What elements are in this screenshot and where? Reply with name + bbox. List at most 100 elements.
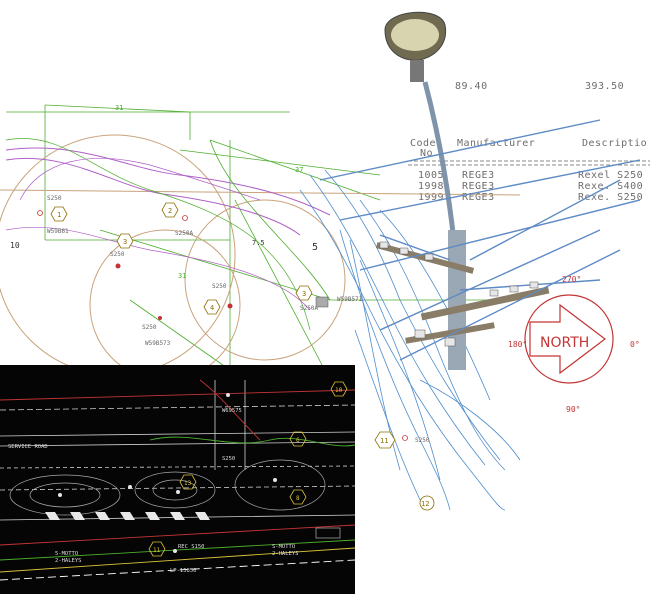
table-row-1-manufacturer: REGE3	[462, 170, 495, 181]
fixture-4: 4 S250	[203, 283, 233, 315]
power-wires	[319, 119, 641, 361]
fixture-11: 11 S250	[374, 431, 430, 449]
fixture-num: 3	[123, 238, 127, 246]
fixture-hexagon-icon	[203, 299, 221, 315]
dimension-31b: 31	[178, 272, 186, 280]
night-fixture-hexagon-icon	[330, 381, 348, 397]
compass-deg-right: 0°	[630, 340, 640, 349]
fixture-num: 4	[210, 304, 214, 312]
fixture-code: S250A	[175, 230, 193, 237]
fixture-type: S250	[110, 251, 125, 258]
fixture-id: W59B61	[47, 228, 69, 235]
north-arrow-icon	[529, 303, 606, 375]
night-label-4: 2-HALEYS	[55, 558, 82, 564]
night-fixture-hexagon-icon	[179, 474, 197, 490]
night-fixture-hexagon-icon	[289, 431, 307, 447]
table-row-1-description: Rexel S250	[578, 170, 643, 181]
north-arrow: NORTH 270° 180° 0° 90°	[508, 275, 640, 414]
night-label-5: REC S150	[178, 544, 205, 550]
table-col-code: Code	[410, 138, 436, 149]
header-number-1: 89.40	[455, 81, 488, 92]
night-plan-background	[0, 365, 355, 594]
dimension-37: 37	[295, 166, 303, 174]
table-col-description: Descriptio	[582, 138, 647, 149]
streetlight-photo	[319, 11, 641, 370]
fixture-num: 1	[57, 211, 61, 219]
fixture-hexagon-icon	[374, 431, 396, 449]
fixture-12: 12	[419, 495, 435, 511]
fixture-hexagon-icon	[50, 206, 68, 222]
header-number-2: 393.50	[585, 81, 624, 92]
lamp-neck	[410, 60, 424, 82]
table-col-manufacturer: Manufacturer	[457, 138, 535, 149]
fixture-2: 2 S250A	[161, 202, 193, 237]
fixture-3: 3 S250	[110, 233, 134, 269]
fixtures: 1 W59B61 S250 2 S250A 3 S250 4 S250 S	[37, 195, 435, 511]
table-row-1-code: 1005	[418, 170, 444, 181]
pole-marker-icon	[37, 210, 43, 216]
night-num-3: 10	[335, 387, 343, 394]
night-fixture-hexagon-icon	[148, 541, 166, 557]
fixture-num: 2	[168, 207, 172, 215]
fixture-num: 11	[380, 437, 388, 445]
night-num-5: 13	[184, 480, 192, 487]
fixture-type: S250	[47, 195, 62, 202]
lamp-lens	[391, 19, 439, 51]
crossarm-3	[405, 322, 495, 344]
night-site-plan: SERVICE ROAD W69575 S250 5-MOTTO 2-HALEY…	[0, 365, 356, 594]
night-service-road-label: SERVICE ROAD	[8, 444, 48, 450]
pole-marker-icon	[158, 316, 162, 320]
contour-lines	[5, 138, 331, 331]
night-num-2: 8	[296, 495, 300, 502]
fixture-num: 12	[421, 500, 429, 508]
night-label-2: S250	[222, 456, 235, 462]
table-row-2-manufacturer: REGE3	[462, 181, 495, 192]
fixture-num: 3	[302, 290, 306, 298]
table-row-2-description: Rexe. S400	[578, 181, 643, 192]
fixture-1: 1 W59B61 S250	[37, 195, 69, 235]
fixture-id: W59B573	[145, 340, 171, 347]
compass-deg-left: 180°	[508, 340, 527, 349]
table-row-3-manufacturer: REGE3	[462, 192, 495, 203]
night-fixture-hexagon-icon	[289, 489, 307, 505]
fixture-hexagon-icon	[419, 495, 435, 511]
compass-circle	[524, 294, 614, 384]
compass-deg-bottom: 90°	[566, 405, 580, 414]
fixture-7: S250 W59B573	[142, 316, 171, 347]
pole-marker-icon	[115, 263, 121, 269]
compass-deg-top: 270°	[562, 275, 581, 284]
dimension-labels: 31 37 5 31 10 7.5	[10, 104, 318, 280]
night-label-7: 2-HALEYS	[272, 551, 299, 557]
dimension-7-5: 7.5	[252, 239, 265, 247]
night-label-1: W69575	[222, 408, 242, 414]
table-row-3-code: 1999	[418, 192, 444, 203]
fixture-hexagon-icon	[295, 285, 313, 301]
night-label-8: LP-15850	[170, 568, 197, 574]
fixture-id: W59B571	[337, 296, 363, 303]
night-label-3: 5-MOTTO	[55, 551, 78, 557]
crossarm-2	[420, 286, 550, 321]
dimension-31a: 31	[115, 104, 123, 112]
table-row-2-code: 1998	[418, 181, 444, 192]
utility-pole	[448, 230, 466, 370]
night-num-1: 6	[296, 437, 300, 444]
fixture-schedule-table: 89.40 393.50 Code No. Manufacturer Descr…	[408, 81, 650, 203]
fixture-type: S250	[142, 324, 157, 331]
pole-marker-icon	[402, 435, 408, 441]
compass-label: NORTH	[540, 335, 589, 351]
fixture-3b: 3 W59B571 S250A	[295, 285, 363, 312]
fixture-type: S250	[212, 283, 227, 290]
photometric-circle-3	[184, 199, 346, 361]
crosswalk-hatch	[45, 512, 210, 520]
fixture-hexagon-icon	[161, 202, 179, 218]
table-col-code-no: No.	[420, 148, 440, 159]
pole-marker-icon	[182, 215, 188, 221]
table-row-3-description: Rexe. S250	[578, 192, 643, 203]
fixture-code: S250A	[300, 305, 318, 312]
night-num-4: 11	[153, 547, 161, 554]
fixture-hexagon-icon	[116, 233, 134, 249]
dimension-10: 10	[10, 241, 20, 250]
topo-contours	[299, 169, 521, 511]
dimension-5: 5	[312, 242, 318, 253]
